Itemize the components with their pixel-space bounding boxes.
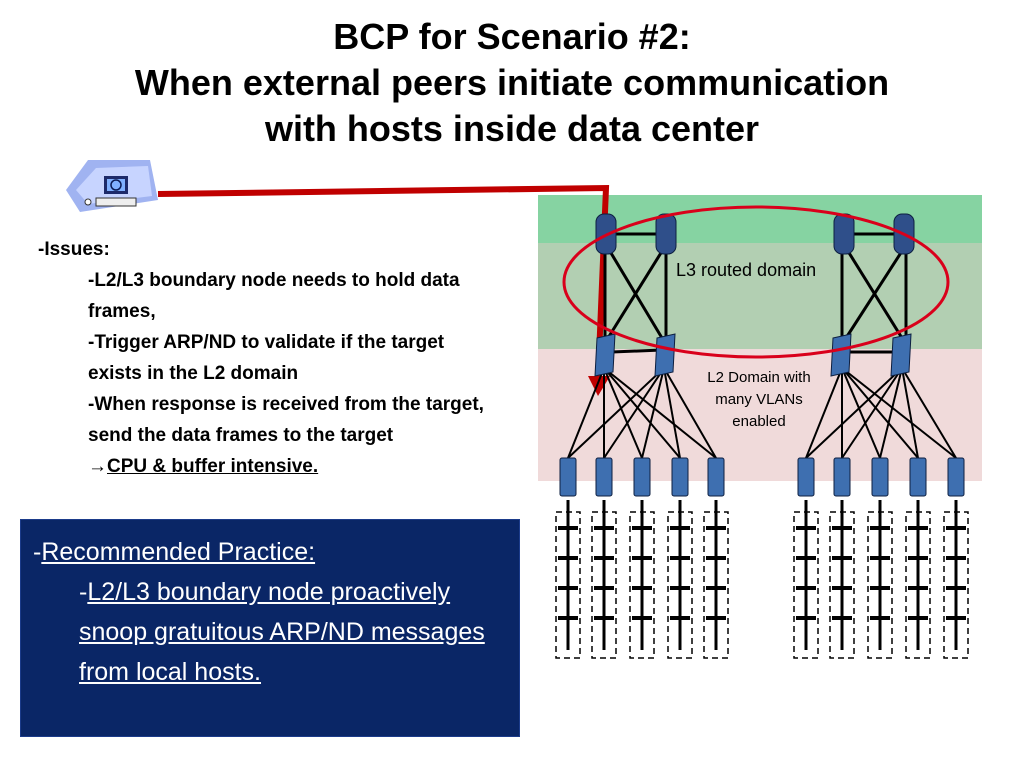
l2-domain-label-3: enabled [732, 413, 785, 430]
l2-domain-label-1: L2 Domain with [707, 369, 810, 386]
issue-item-text: L2/L3 boundary node needs to hold data f… [88, 270, 460, 322]
l3-links [603, 232, 908, 354]
issues-heading-text: Issues: [44, 239, 110, 260]
l2-domain-label-2: many VLANs [715, 391, 803, 408]
recommended-heading: -Recommended Practice: [33, 538, 316, 566]
l3-domain-ellipse [562, 205, 950, 359]
server-rack-icon [555, 500, 969, 659]
recommended-practice-box: -Recommended Practice: -L2/L3 boundary n… [20, 519, 520, 737]
issues-heading: -Issues: [38, 239, 110, 260]
issue-item: -Trigger ARP/ND to validate if the targe… [88, 332, 445, 384]
issue-item: -L2/L3 boundary node needs to hold data … [88, 270, 460, 322]
slide-title: BCP for Scenario #2: When external peers… [0, 14, 1024, 152]
recommended-heading-text: Recommended Practice: [41, 538, 316, 566]
l2-links [567, 367, 957, 459]
title-line-1: BCP for Scenario #2: [333, 16, 691, 57]
issue-item: -When response is received from the targ… [88, 394, 484, 446]
title-line-2: When external peers initiate communicati… [134, 62, 890, 103]
arrow-right-icon: → [88, 456, 107, 477]
computer-icon [66, 160, 158, 212]
switch-icon [594, 333, 912, 377]
recommended-item: -L2/L3 boundary node proactively snoop g… [79, 578, 485, 686]
issue-conclusion: →CPU & buffer intensive. [38, 451, 498, 482]
recommended-item-text: L2/L3 boundary node proactively snoop gr… [79, 578, 485, 686]
access-switches [559, 457, 965, 497]
l3-domain-label: L3 routed domain [676, 260, 816, 280]
title-line-3: with hosts inside data center [264, 108, 760, 149]
issues-section: -Issues: -L2/L3 boundary node needs to h… [38, 234, 498, 482]
issue-item-text: When response is received from the targe… [88, 394, 484, 446]
issue-conclusion-text: CPU & buffer intensive. [107, 456, 319, 477]
issue-item-text: Trigger ARP/ND to validate if the target… [88, 332, 445, 384]
